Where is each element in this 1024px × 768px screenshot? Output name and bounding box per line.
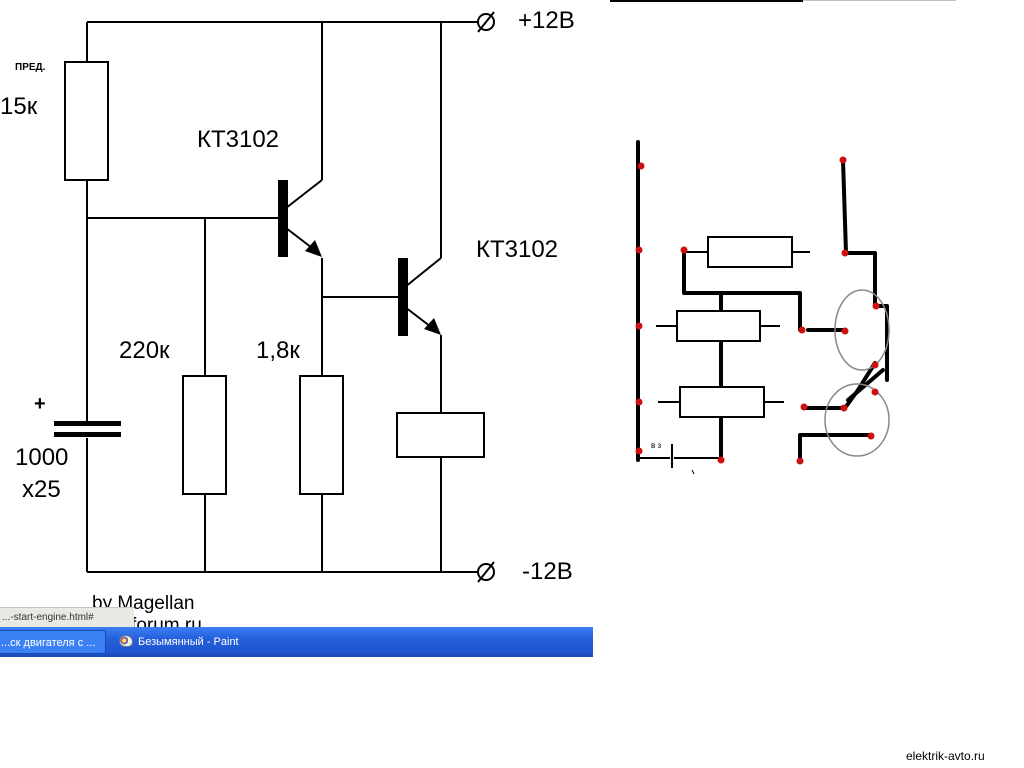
resistor-1-8k-label: 1,8к: [256, 337, 300, 364]
relay-coil: [396, 412, 485, 458]
terminal-neg: [477, 561, 495, 583]
capacitor-value-label: 1000: [15, 444, 69, 471]
pcb-resistors: [676, 236, 793, 418]
watermark: elektrik-avto.ru: [906, 749, 985, 763]
resistor-220k-label: 220к: [119, 337, 170, 364]
pcb-thin-leads: [638, 251, 810, 468]
transistor2-label: КТ3102: [476, 236, 559, 263]
capacitor-plus-label: +: [34, 393, 46, 415]
capacitor-1000uf: [54, 421, 121, 437]
top-rule: [610, 0, 803, 2]
taskbar: ...ск двигателя с ... Безымянный - Paint: [0, 627, 593, 657]
top-rule-thin: [803, 0, 956, 1]
transistor2-arrow: [424, 318, 441, 335]
resistor-15k: [64, 61, 109, 181]
trim-label: ПРЕД.: [15, 62, 46, 73]
pcb-label: в з: [651, 441, 661, 450]
taskbar-item-paint[interactable]: Безымянный - Paint: [113, 630, 313, 654]
resistor-220k: [182, 375, 227, 495]
transistor2-base: [398, 258, 408, 336]
capacitor-voltage-label: x25: [22, 476, 61, 503]
pcb-pads: [635, 156, 880, 465]
transistor1-arrow: [305, 240, 322, 257]
resistor-15k-label: 15к: [0, 93, 38, 120]
transistor1-base: [278, 180, 288, 257]
supply-neg-label: -12В: [522, 558, 573, 585]
status-url: ...-start-engine.html#: [0, 607, 134, 627]
supply-pos-label: +12В: [518, 7, 575, 34]
taskbar-item-browser[interactable]: ...ск двигателя с ...: [0, 630, 106, 654]
paint-icon: [119, 635, 133, 647]
pcb-circles: [824, 289, 890, 457]
transistor1-label: КТ3102: [197, 126, 280, 153]
resistor-1-8k: [299, 375, 344, 495]
terminal-pos: [477, 11, 495, 33]
taskbar-item-paint-label: Безымянный - Paint: [138, 636, 239, 648]
circuit-wires: [86, 21, 478, 573]
